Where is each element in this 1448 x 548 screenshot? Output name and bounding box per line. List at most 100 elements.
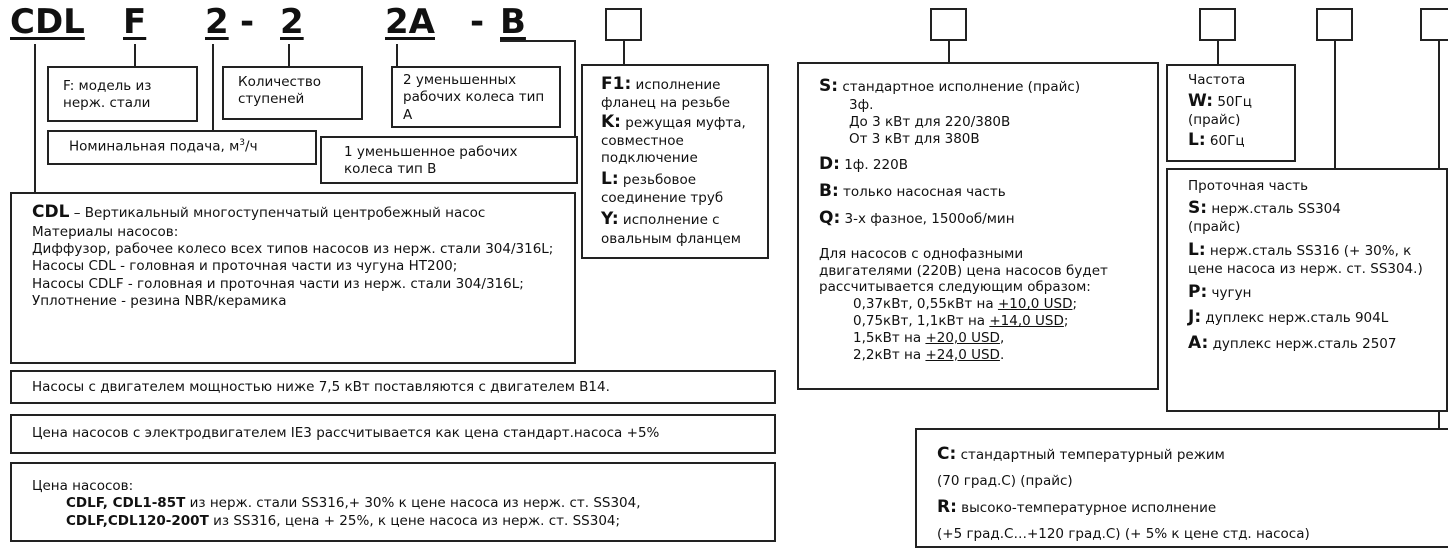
- cdl-line: Материалы насосов:: [32, 223, 179, 240]
- impeller-a-box: 2 уменьшенных рабочих колеса тип А: [391, 66, 561, 128]
- temperature-text: стандартный температурный режим: [956, 447, 1225, 463]
- option-box-motor: [930, 8, 967, 41]
- motor-box: S: стандартное исполнение (прайс) 3ф. До…: [797, 62, 1159, 390]
- code-impeller-a: 2A: [385, 2, 435, 42]
- frequency-title: Частота: [1188, 72, 1246, 88]
- cdl-line: Насосы CDL - головная и проточная части …: [32, 258, 458, 275]
- cdl-description-box: CDL – Вертикальный многоступенчатый цент…: [10, 192, 576, 364]
- code-separator: -: [470, 2, 485, 42]
- flow-part-note: (прайс): [1188, 219, 1241, 236]
- connector-line: [500, 40, 576, 42]
- b14-note-box: Насосы с двигателем мощностью ниже 7,5 к…: [10, 370, 776, 404]
- motor-text: стандартное исполнение (прайс): [838, 79, 1081, 95]
- code-impeller-b: B: [500, 2, 526, 42]
- motor-code: Q:: [819, 208, 841, 229]
- price-surcharge: +20,0 USD: [925, 330, 1000, 346]
- flow-part-box: Проточная часть S: нерж.сталь SS304 (пра…: [1166, 168, 1448, 412]
- flange-text: режущая муфта, совместное подключение: [601, 115, 746, 167]
- code-material: F: [123, 2, 147, 42]
- connector-line: [396, 44, 398, 66]
- flow-description: Номинальная подача, м: [69, 138, 240, 155]
- code-flow: 2: [205, 2, 229, 42]
- flow-part-text: дуплекс нерж.сталь 904L: [1201, 310, 1389, 327]
- flow-part-text: нерж.сталь SS304: [1207, 200, 1341, 217]
- temperature-note: (70 град.С) (прайс): [937, 472, 1073, 489]
- motor-detail: До 3 кВт для 220/380В: [849, 114, 1011, 131]
- connector-line: [212, 44, 214, 130]
- price-text: из нерж. стали SS316,+ 30% к цене насоса…: [185, 495, 641, 512]
- flow-part-code: A:: [1188, 332, 1209, 353]
- temperature-text: высоко-температурное исполнение: [956, 500, 1217, 517]
- flow-part-text: чугун: [1207, 285, 1252, 302]
- flow-part-text: нерж.сталь SS316 (+ 30%, к цене насоса и…: [1188, 243, 1423, 278]
- flange-code: K:: [601, 112, 621, 133]
- price-punct: ;: [1072, 296, 1078, 313]
- price-punct: ,: [999, 330, 1005, 346]
- motor-code: D:: [819, 153, 840, 174]
- connector-line: [288, 44, 290, 66]
- cdl-title: CDL: [32, 202, 70, 222]
- frequency-text: 50Гц: [1213, 93, 1252, 110]
- flange-text: исполнение фланец на резьбе: [601, 77, 731, 112]
- ie3-note: Цена насосов с электродвигателем IE3 рас…: [32, 425, 660, 441]
- code-separator: -: [240, 2, 255, 42]
- motor-text: 1ф. 220В: [839, 156, 908, 173]
- motor-text: только насосная часть: [838, 184, 1006, 201]
- cdl-title-text: – Вертикальный многоступенчатый центробе…: [69, 205, 486, 221]
- flange-code: Y:: [601, 209, 619, 230]
- motor-code: S:: [819, 76, 839, 96]
- motor-note: Для насосов с однофазными двигателями (2…: [819, 245, 1108, 296]
- price-power: 1,5кВт на: [853, 330, 926, 346]
- material-box: F: модель из нерж. стали: [47, 66, 198, 122]
- motor-detail: 3ф.: [849, 97, 874, 114]
- cdl-line: Насосы CDLF - головная и проточная части…: [32, 275, 524, 292]
- motor-text: 3-х фазное, 1500об/мин: [840, 211, 1015, 228]
- flow-part-code: J:: [1188, 307, 1202, 328]
- motor-code: B:: [819, 181, 839, 202]
- connector-line: [574, 40, 576, 136]
- material-description: F: модель из нерж. стали: [63, 78, 152, 112]
- price-box: Цена насосов: CDLF, CDL1-85T из нерж. ст…: [10, 462, 776, 542]
- frequency-code: L:: [1188, 130, 1206, 151]
- temperature-code: C:: [937, 444, 957, 464]
- code-series: CDL: [10, 2, 85, 42]
- flange-code: F1:: [601, 74, 632, 94]
- frequency-text: 60Гц: [1205, 133, 1245, 150]
- impeller-b-description: 1 уменьшенное рабочих колеса тип В: [344, 144, 518, 178]
- flow-unit: /ч: [245, 138, 258, 155]
- stages-box: Количество ступеней: [222, 66, 363, 120]
- frequency-note: (прайс): [1188, 111, 1241, 128]
- ie3-note-box: Цена насосов с электродвигателем IE3 рас…: [10, 414, 776, 454]
- flange-code: L:: [601, 169, 619, 190]
- temperature-box: C: стандартный температурный режим (70 г…: [915, 428, 1448, 548]
- flow-unit-superscript: 3: [239, 138, 246, 148]
- connector-line: [34, 44, 36, 192]
- connector-line: [1217, 40, 1219, 64]
- code-stages: 2: [280, 2, 304, 42]
- b14-note: Насосы с двигателем мощностью ниже 7,5 к…: [32, 379, 610, 395]
- temperature-code: R:: [937, 497, 957, 518]
- cdl-line: Уплотнение - резина NBR/керамика: [32, 292, 287, 309]
- connector-line: [134, 44, 136, 66]
- frequency-box: Частота W: 50Гц (прайс) L: 60Гц: [1166, 64, 1296, 162]
- flow-part-title: Проточная часть: [1188, 178, 1309, 194]
- flow-part-code: S:: [1188, 197, 1208, 218]
- flange-box: F1: исполнение фланец на резьбе K: режущ…: [581, 64, 769, 259]
- price-model: CDLF,CDL120-200T: [66, 512, 209, 529]
- option-box-flow-part: [1316, 8, 1353, 41]
- flange-text: исполнение с овальным фланцем: [601, 212, 741, 247]
- flow-part-code: P:: [1188, 282, 1208, 303]
- price-power: 2,2кВт на: [853, 346, 926, 363]
- connector-line: [948, 40, 950, 62]
- flow-box: Номинальная подача, м3/ч: [47, 130, 317, 165]
- impeller-a-description: 2 уменьшенных рабочих колеса тип А: [403, 72, 545, 123]
- connector-line: [623, 40, 625, 64]
- stages-description: Количество ступеней: [238, 74, 322, 108]
- flow-part-text: дуплекс нерж.сталь 2507: [1208, 335, 1397, 352]
- impeller-b-box: 1 уменьшенное рабочих колеса тип В: [320, 136, 578, 184]
- price-text: из SS316, цена + 25%, к цене насоса из н…: [208, 512, 621, 529]
- option-box-frequency: [1199, 8, 1236, 41]
- price-power: 0,37кВт, 0,55кВт на: [853, 296, 998, 313]
- cdl-line: Диффузор, рабочее колесо всех типов насо…: [32, 241, 554, 258]
- price-punct: ;: [1063, 313, 1069, 330]
